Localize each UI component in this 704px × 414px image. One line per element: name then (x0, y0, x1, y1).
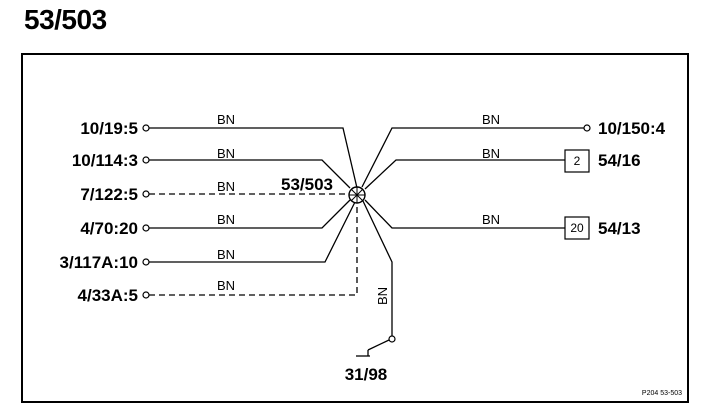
terminal-circle (142, 258, 150, 266)
wire-color-label: BN (217, 112, 235, 127)
reference-code: P204 53-503 (642, 390, 682, 397)
wire-color-label: BN (482, 112, 500, 127)
right-wire-2: 2 54/16 BN (364, 146, 641, 190)
wire-line (149, 199, 351, 229)
left-node-label: 3/117A:10 (60, 253, 138, 272)
terminal-box-number: 20 (570, 221, 584, 235)
terminal-circle (388, 335, 396, 343)
left-wire-2: 10/114:3 BN (72, 146, 351, 189)
splice-label: 53/503 (281, 175, 333, 194)
wire-color-label: BN (217, 247, 235, 262)
left-node-label: 4/70:20 (80, 219, 138, 238)
splice-line-diagonal-b (350, 188, 364, 202)
wire-color-label: BN (482, 212, 500, 227)
terminal-circle (583, 124, 591, 132)
terminal-box-number: 2 (574, 154, 581, 168)
terminal-box (564, 149, 590, 173)
left-node-label: 10/19:5 (80, 119, 138, 138)
left-wire-1: 10/19:5 BN (80, 112, 358, 189)
terminal-circle (142, 224, 150, 232)
wire-color-label: BN (375, 287, 390, 305)
wire-line (362, 200, 393, 337)
terminal-box (564, 216, 590, 240)
right-node-label: 10/150:4 (598, 119, 666, 138)
terminal-circle (142, 156, 150, 164)
diagram-frame (21, 53, 689, 403)
wire-line (364, 199, 565, 229)
right-wire-3: 20 54/13 BN (364, 199, 641, 240)
wire-color-label: BN (217, 146, 235, 161)
ground-wire: BN 31/98 (345, 200, 396, 384)
left-node-label: 10/114:3 (72, 151, 138, 170)
right-node-label: 54/13 (598, 219, 641, 238)
left-wire-6: 4/33A:5 BN (78, 202, 358, 305)
left-node-label: 7/122:5 (80, 185, 138, 204)
left-wire-4: 4/70:20 BN (80, 199, 351, 238)
wire-color-label: BN (217, 212, 235, 227)
wire-line (149, 201, 356, 263)
right-wire-1: 10/150:4 BN (361, 112, 666, 188)
wire-line (364, 159, 565, 190)
right-node-label: 54/16 (598, 151, 641, 170)
ground-node-label: 31/98 (345, 365, 388, 384)
ground-switch-line (367, 339, 390, 351)
wire-line (149, 127, 358, 189)
terminal-circle (142, 190, 150, 198)
terminal-circle (142, 124, 150, 132)
wire-color-label: BN (482, 146, 500, 161)
left-wire-3: 7/122:5 BN (80, 179, 347, 204)
left-node-label: 4/33A:5 (78, 286, 138, 305)
wire-line (149, 202, 358, 296)
terminal-circle (142, 291, 150, 299)
page-title: 53/503 (24, 4, 107, 35)
wire-line (149, 159, 351, 189)
wire-color-label: BN (217, 278, 235, 293)
wire-line (361, 127, 584, 188)
wire-color-label: BN (217, 179, 235, 194)
splice-symbol: 53/503 (281, 175, 366, 204)
left-wire-5: 3/117A:10 BN (60, 201, 356, 272)
